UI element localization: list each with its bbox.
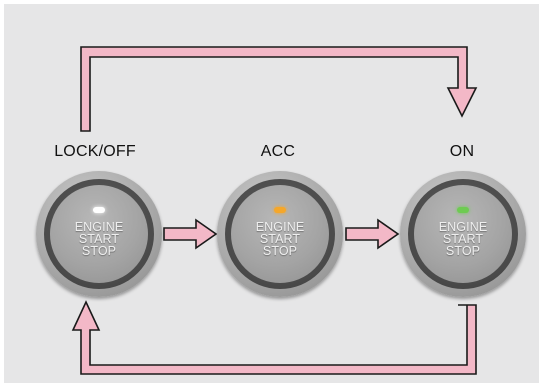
arrow-off-to-acc xyxy=(164,220,216,248)
button-text: ENGINE START STOP xyxy=(36,221,162,257)
state-label-on: ON xyxy=(450,143,474,161)
indicator-light-icon xyxy=(457,207,469,213)
bottom-loop-arrow xyxy=(73,302,476,374)
engine-start-stop-button-lock-off[interactable]: ENGINE START STOP xyxy=(36,171,162,297)
indicator-light-icon xyxy=(274,207,286,213)
button-text-line-3: STOP xyxy=(217,245,343,257)
arrow-acc-to-on xyxy=(346,220,398,248)
indicator-light-icon xyxy=(93,207,105,213)
button-text: ENGINE START STOP xyxy=(400,221,526,257)
state-label-acc: ACC xyxy=(261,143,295,161)
state-label-lock-off: LOCK/OFF xyxy=(54,143,136,161)
button-text-line-3: STOP xyxy=(400,245,526,257)
button-text-line-3: STOP xyxy=(36,245,162,257)
button-text: ENGINE START STOP xyxy=(217,221,343,257)
engine-start-stop-button-acc[interactable]: ENGINE START STOP xyxy=(217,171,343,297)
engine-start-stop-button-on[interactable]: ENGINE START STOP xyxy=(400,171,526,297)
top-loop-arrow xyxy=(81,47,476,131)
